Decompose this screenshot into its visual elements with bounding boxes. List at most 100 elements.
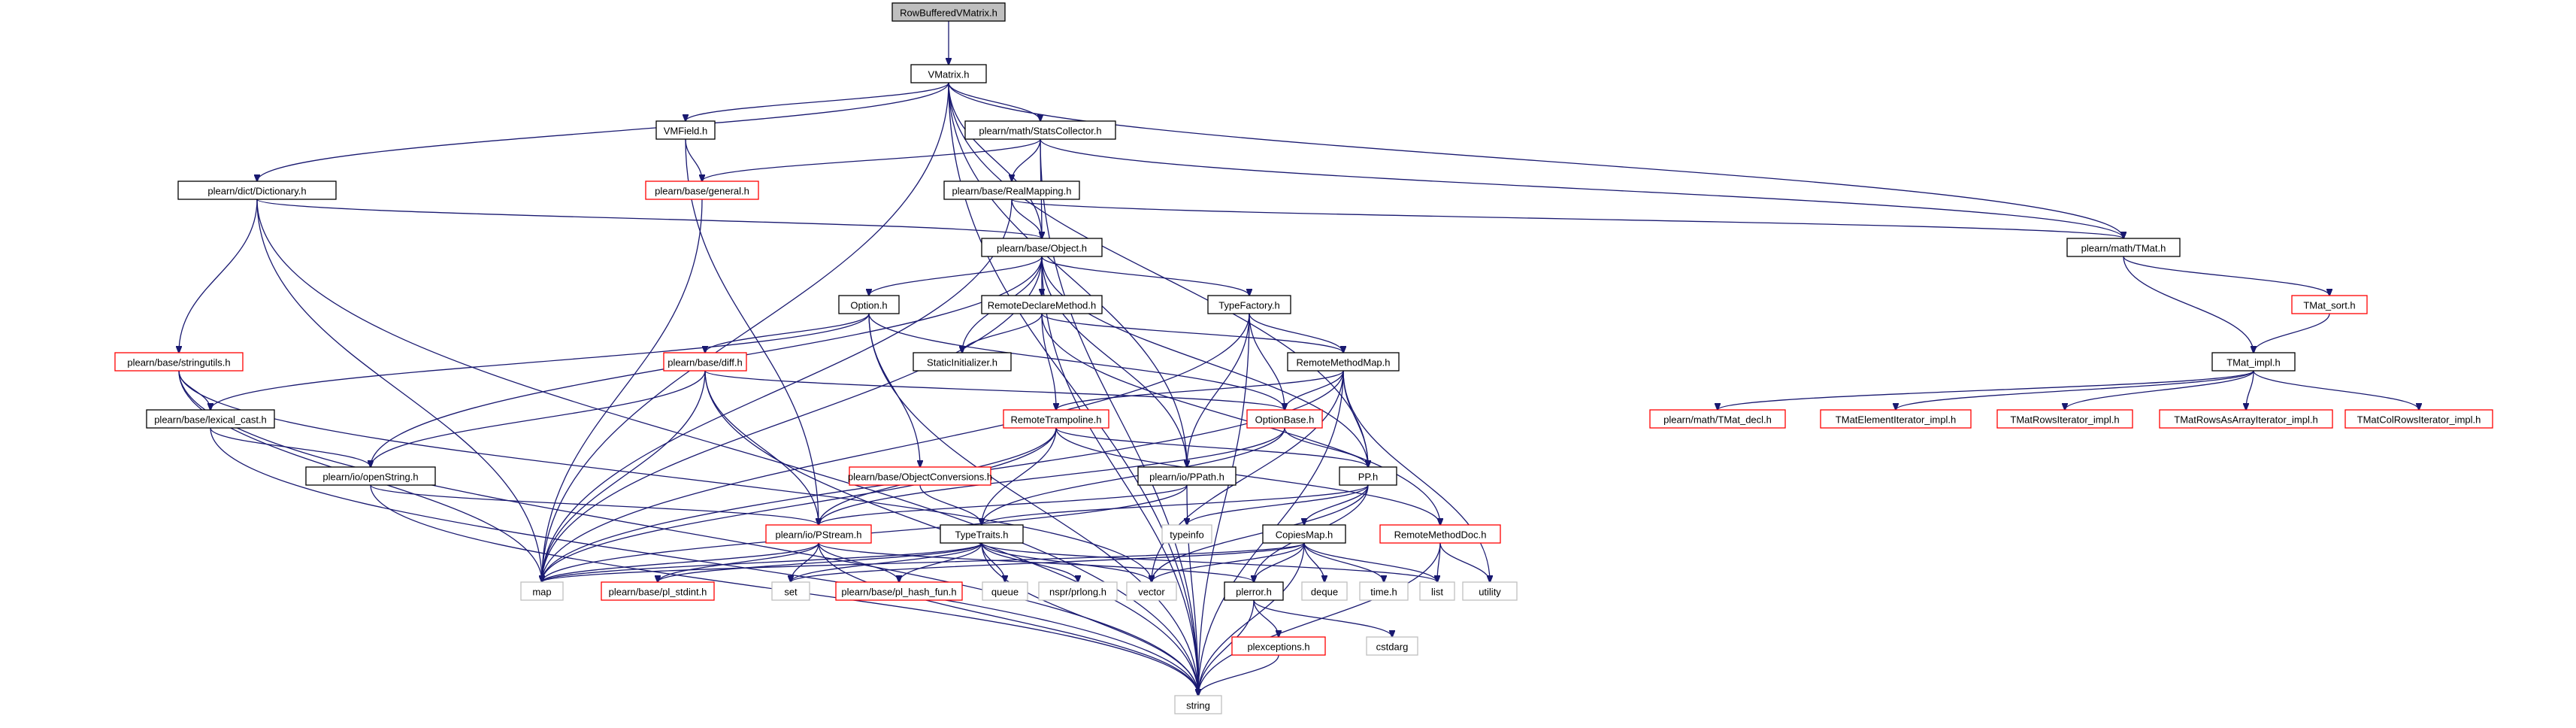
- node-box-staticinit: [913, 352, 1012, 372]
- node-box-string: [1174, 695, 1222, 714]
- edge-tmatimpl-to-tmatrowsarr: [2246, 370, 2254, 410]
- node-remmethdoc[interactable]: RemoteMethodDoc.h: [1379, 524, 1501, 544]
- node-option[interactable]: Option.h: [838, 295, 900, 314]
- edge-optbase-to-pstream: [819, 427, 1285, 525]
- edge-object-to-option: [869, 256, 1043, 296]
- edge-pstream-to-plhash: [818, 542, 899, 582]
- node-dict[interactable]: plearn/dict/Dictionary.h: [177, 180, 337, 200]
- node-plstdint[interactable]: plearn/base/pl_stdint.h: [601, 581, 715, 601]
- edge-option-to-lexcast: [210, 313, 870, 410]
- node-object[interactable]: plearn/base/Object.h: [981, 238, 1103, 257]
- node-label-tmatelit: TMatElementIterator_impl.h: [1836, 414, 1956, 426]
- node-box-tmatsort: [2291, 295, 2368, 314]
- node-staticinit[interactable]: StaticInitializer.h: [913, 352, 1012, 372]
- edge-statscol-to-realmap: [1012, 138, 1041, 181]
- node-tmatsort[interactable]: TMat_sort.h: [2291, 295, 2368, 314]
- node-typefac[interactable]: TypeFactory.h: [1207, 295, 1291, 314]
- node-box-statscol: [964, 120, 1116, 140]
- node-rdm[interactable]: RemoteDeclareMethod.h: [981, 295, 1103, 314]
- node-rbvm[interactable]: RowBufferedVMatrix.h: [891, 2, 1006, 22]
- node-tmatcolrows[interactable]: TMatColRowsIterator_impl.h: [2344, 409, 2493, 429]
- node-label-vmfield: VMField.h: [664, 126, 708, 137]
- node-label-queue: queue: [991, 587, 1019, 598]
- node-tmatrowsit[interactable]: TMatRowsIterator_impl.h: [1996, 409, 2133, 429]
- node-stringutils[interactable]: plearn/base/stringutils.h: [114, 352, 244, 372]
- node-tmatimpl[interactable]: TMat_impl.h: [2211, 352, 2296, 372]
- node-openstring[interactable]: plearn/io/openString.h: [305, 466, 436, 486]
- edge-realmap-to-map: [542, 199, 1013, 582]
- node-box-remtramp: [1003, 409, 1109, 429]
- node-label-list: list: [1431, 587, 1443, 598]
- edge-lexcast-to-string: [210, 427, 1198, 696]
- node-typetraits[interactable]: TypeTraits.h: [940, 524, 1024, 544]
- node-box-dict: [177, 180, 337, 200]
- edge-copiesmap-to-timeh: [1303, 542, 1384, 582]
- node-vmatrix[interactable]: VMatrix.h: [910, 64, 987, 83]
- node-label-cstdarg: cstdarg: [1376, 642, 1409, 653]
- node-general[interactable]: plearn/base/general.h: [645, 180, 759, 200]
- edge-rdm-to-remmethdoc: [1041, 313, 1440, 525]
- node-statscol[interactable]: plearn/math/StatsCollector.h: [964, 120, 1116, 140]
- node-box-tmat: [2066, 238, 2181, 257]
- node-vmfield[interactable]: VMField.h: [655, 120, 716, 140]
- edge-pp-to-vector: [1152, 484, 1369, 582]
- edge-typetraits-to-list: [981, 542, 1437, 582]
- node-optbase[interactable]: OptionBase.h: [1246, 409, 1323, 429]
- node-label-set: set: [784, 587, 798, 598]
- node-string: string: [1174, 695, 1222, 714]
- edge-object-to-ppath: [1041, 256, 1187, 467]
- edge-statscol-to-tmat: [1040, 138, 2123, 238]
- node-tmat[interactable]: plearn/math/TMat.h: [2066, 238, 2181, 257]
- edge-pstream-to-plstdint: [658, 542, 819, 582]
- node-box-vmfield: [655, 120, 716, 140]
- node-tmatelit[interactable]: TMatElementIterator_impl.h: [1820, 409, 1972, 429]
- node-box-stringutils: [114, 352, 244, 372]
- node-box-tmatrowsit: [1996, 409, 2133, 429]
- edge-vmatrix-to-object: [948, 82, 1042, 238]
- edge-plerror-to-string: [1198, 599, 1255, 696]
- node-box-lexcast: [146, 409, 275, 429]
- node-label-general: plearn/base/general.h: [655, 186, 749, 197]
- node-map: map: [520, 581, 564, 601]
- node-pstream[interactable]: plearn/io/PStream.h: [765, 524, 872, 544]
- node-typeinfo: typeinfo: [1161, 524, 1212, 544]
- node-plexceptions[interactable]: plexceptions.h: [1231, 636, 1326, 656]
- node-diff[interactable]: plearn/base/diff.h: [663, 352, 747, 372]
- edge-vmatrix-to-string: [948, 82, 1198, 696]
- edge-option-to-optbase: [868, 313, 1285, 410]
- node-label-deque: deque: [1311, 587, 1338, 598]
- edge-copiesmap-to-deque: [1303, 542, 1324, 582]
- edge-tmat-to-tmatsort: [2123, 256, 2329, 296]
- node-ppath[interactable]: plearn/io/PPath.h: [1137, 466, 1237, 486]
- node-timeh: time.h: [1359, 581, 1409, 601]
- edge-diff-to-map: [542, 370, 706, 582]
- node-tmatrowsarr[interactable]: TMatRowsAsArrayIterator_impl.h: [2159, 409, 2333, 429]
- node-box-timeh: [1359, 581, 1409, 601]
- node-objconv[interactable]: plearn/base/ObjectConversions.h: [848, 466, 992, 486]
- node-utility: utility: [1462, 581, 1518, 601]
- edge-copiesmap-to-list: [1303, 542, 1437, 582]
- node-plerror[interactable]: plerror.h: [1224, 581, 1284, 601]
- edge-remtramp-to-typetraits: [982, 427, 1057, 525]
- edge-statscol-to-general: [702, 138, 1041, 181]
- node-copiesmap[interactable]: CopiesMap.h: [1262, 524, 1346, 544]
- node-label-typetraits: TypeTraits.h: [955, 529, 1008, 541]
- node-tmatdecl[interactable]: plearn/math/TMat_decl.h: [1649, 409, 1786, 429]
- node-box-vmatrix: [910, 64, 987, 83]
- node-pp[interactable]: PP.h: [1339, 466, 1397, 486]
- node-label-tmatrowsit: TMatRowsIterator_impl.h: [2010, 414, 2119, 426]
- node-rmm[interactable]: RemoteMethodMap.h: [1287, 352, 1400, 372]
- node-remtramp[interactable]: RemoteTrampoline.h: [1003, 409, 1109, 429]
- edge-objconv-to-typetraits: [919, 484, 982, 525]
- edge-rmm-to-optbase: [1285, 370, 1344, 410]
- node-box-typefac: [1207, 295, 1291, 314]
- node-plhash[interactable]: plearn/base/pl_hash_fun.h: [835, 581, 963, 601]
- node-realmap[interactable]: plearn/base/RealMapping.h: [943, 180, 1080, 200]
- node-label-dict: plearn/dict/Dictionary.h: [207, 186, 306, 197]
- edge-remmethdoc-to-string: [1198, 542, 1441, 696]
- node-label-copiesmap: CopiesMap.h: [1276, 529, 1333, 541]
- node-lexcast[interactable]: plearn/base/lexical_cast.h: [146, 409, 275, 429]
- edge-vmatrix-to-vmfield: [686, 82, 949, 121]
- node-list: list: [1419, 581, 1455, 601]
- edge-realmap-to-object: [1011, 199, 1042, 238]
